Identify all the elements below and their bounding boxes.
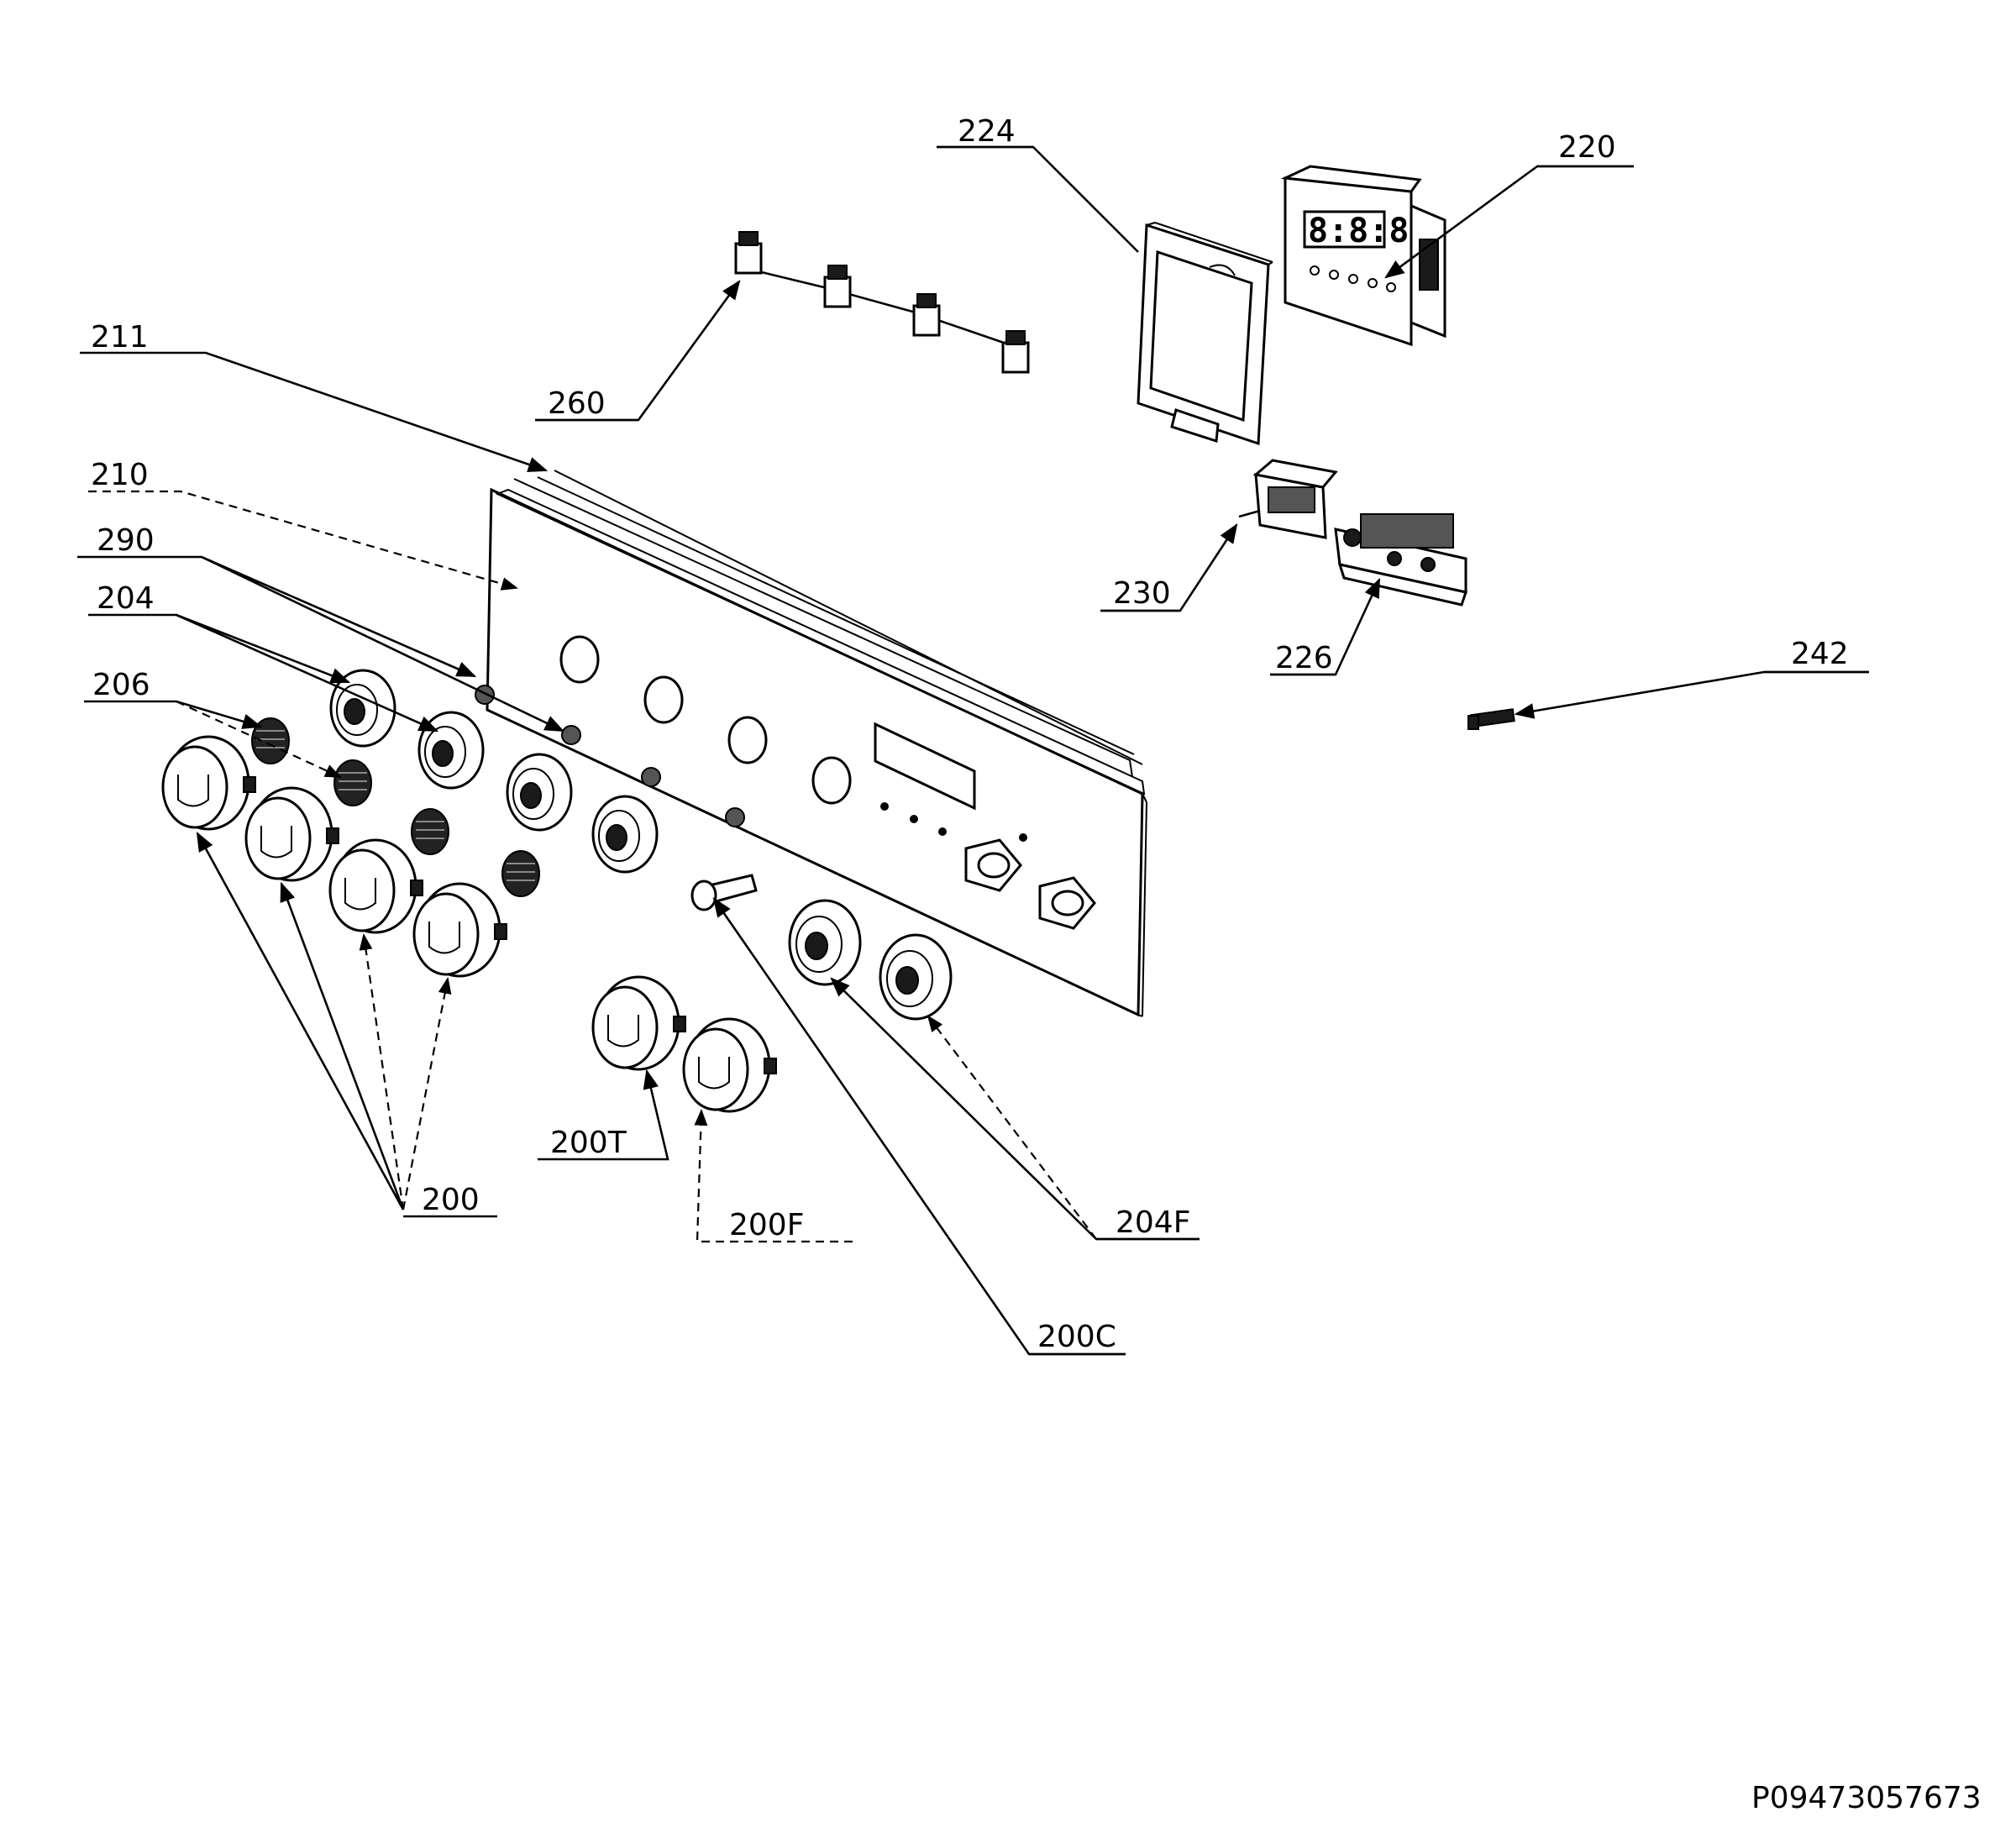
bezel-ring-f1: [788, 899, 862, 986]
bezel-ring-2: [417, 711, 485, 790]
control-knob-2: [244, 786, 339, 882]
timer-knob: [591, 975, 686, 1071]
bezel-ring-3: [506, 753, 573, 832]
svg-text:8:8:8: 8:8:8: [1308, 212, 1409, 250]
label-220: 220: [1558, 130, 1616, 165]
label-242: 242: [1791, 637, 1849, 671]
label-260: 260: [548, 386, 606, 421]
display-frame: [1137, 222, 1273, 446]
bezel-ring-f2: [879, 933, 953, 1021]
control-knob-3: [328, 838, 423, 934]
label-204: 204: [97, 581, 155, 616]
terminal-block: [1334, 513, 1467, 607]
switch-harness: [734, 231, 1030, 374]
timer-module: 8:8:8: [1280, 165, 1446, 347]
washer-2: [561, 725, 581, 745]
control-knob-4: [412, 882, 507, 978]
label-200: 200: [422, 1183, 480, 1217]
spring-4: [501, 850, 540, 897]
label-211: 211: [91, 320, 149, 354]
panel-button-left: [964, 838, 1022, 892]
spring-3: [411, 808, 449, 855]
control-knob-1: [161, 735, 256, 831]
washer-3: [641, 767, 661, 787]
label-underlines: [535, 145, 1869, 1356]
drawing-code: P09473057673: [1751, 1781, 1982, 1815]
label-206: 206: [92, 668, 150, 702]
washer-4: [725, 807, 745, 827]
label-200F: 200F: [729, 1208, 804, 1242]
coupling-shaft: [690, 874, 758, 911]
label-224: 224: [958, 114, 1016, 149]
label-226: 226: [1275, 641, 1333, 675]
label-200T: 200T: [550, 1126, 627, 1160]
spring-2: [333, 759, 372, 806]
sensor-probe: [1467, 708, 1515, 730]
label-200C: 200C: [1037, 1320, 1116, 1354]
label-204F: 204F: [1116, 1205, 1190, 1240]
selector-switch: [1238, 459, 1338, 539]
label-290: 290: [97, 523, 155, 558]
label-210: 210: [91, 458, 149, 492]
label-230: 230: [1113, 576, 1171, 611]
bezel-ring-4: [591, 795, 659, 874]
part-labels: 224 220 211 260 210 290 204 230 206 226 …: [91, 114, 1849, 1354]
bezel-ring-1: [329, 669, 396, 748]
function-knob: [682, 1017, 777, 1113]
spring-1: [251, 717, 290, 764]
control-panel: [486, 470, 1147, 1017]
panel-button-right: [1038, 876, 1096, 930]
washer-1: [475, 685, 495, 705]
